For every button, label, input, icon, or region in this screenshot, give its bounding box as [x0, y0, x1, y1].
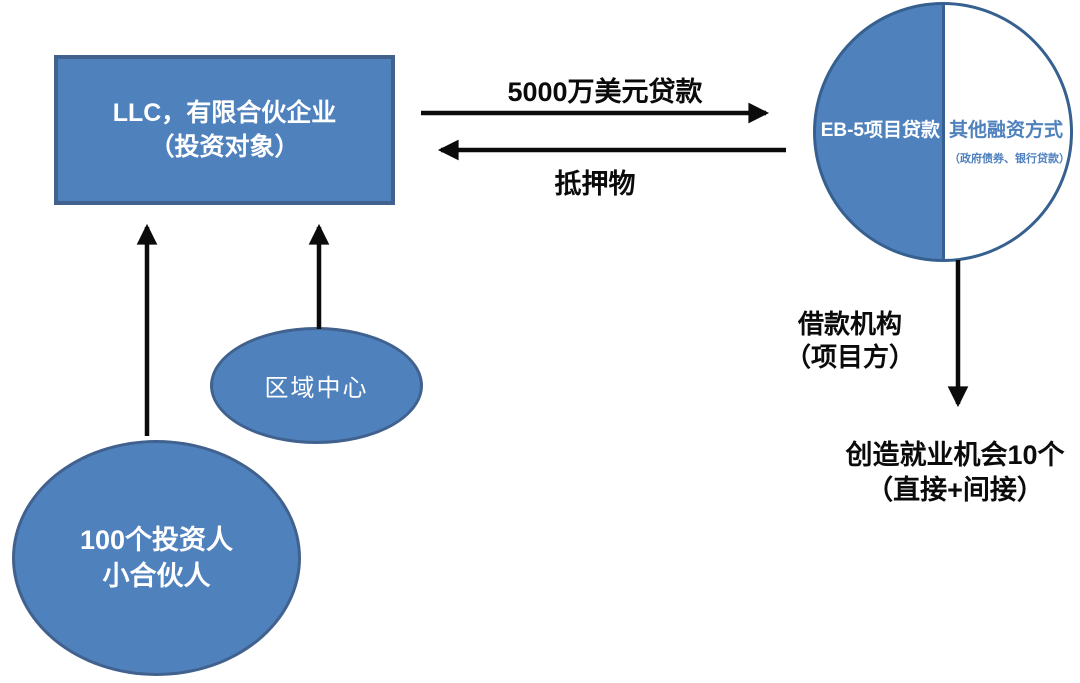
regional-center-label: 区域中心: [264, 375, 369, 402]
loan-arrow-label: 5000万美元贷款: [507, 77, 703, 107]
regional-center-ellipse: 区域中心: [210, 327, 423, 444]
other-financing-subtitle: （政府债券、银行贷款）: [949, 153, 1070, 165]
borrower-label: 借款机构 （项目方）: [760, 308, 940, 374]
funding-circle: EB-5项目贷款 其他融资方式 （政府债券、银行贷款）: [813, 2, 1073, 262]
collateral-arrow-label: 抵押物: [554, 169, 636, 199]
jobs-line2: （直接+间接）: [866, 475, 1044, 505]
jobs-label: 创造就业机会10个 （直接+间接）: [820, 438, 1080, 508]
investors-ellipse: 100个投资人 小合伙人: [12, 440, 301, 676]
borrower-line2: （项目方）: [784, 342, 915, 372]
jobs-line1: 创造就业机会10个: [845, 440, 1065, 470]
eb5-loan-label: EB-5项目贷款: [820, 120, 940, 141]
circle-divider: [942, 5, 945, 259]
other-financing-title: 其他融资方式: [949, 120, 1064, 141]
investors-line1: 100个投资人: [79, 525, 234, 555]
borrower-line1: 借款机构: [797, 309, 902, 339]
other-financing-label: 其他融资方式 （政府债券、银行贷款）: [943, 115, 1070, 166]
investors-line2: 小合伙人: [102, 561, 211, 591]
llc-box-line2: （投资对象）: [149, 133, 300, 161]
llc-box: LLC，有限合伙企业 （投资对象）: [54, 55, 395, 205]
llc-box-line1: LLC，有限合伙企业: [112, 99, 337, 127]
